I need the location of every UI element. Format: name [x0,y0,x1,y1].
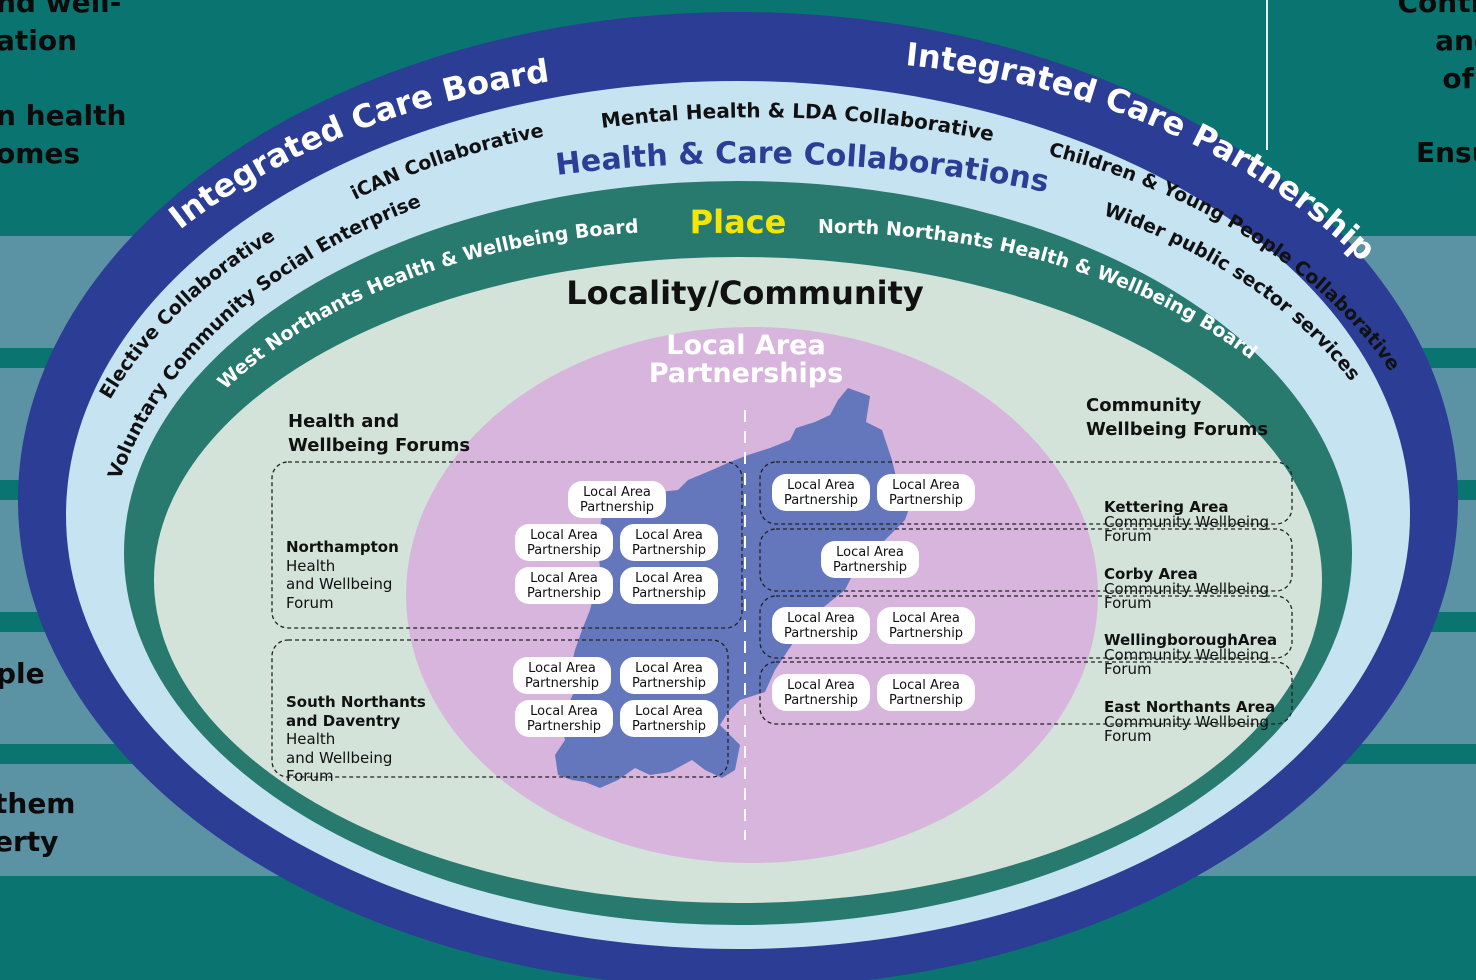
lap-pill: Local Area Partnership [877,607,975,644]
forum-box-south-northants [271,639,729,778]
lap-pill: Local Area Partnership [877,474,975,511]
lap-pill: Local Area Partnership [772,474,870,511]
forum-detail: Community Wellbeing Forum [1104,712,1270,745]
forum-box-corby [759,528,1293,592]
forum-detail: Health and Wellbeing Forum [286,556,393,612]
lap-pill: Local Area Partnership [772,674,870,711]
forum-detail: Health and Wellbeing Forum [286,730,393,785]
background-divider [1266,0,1268,150]
locality-title: Locality/Community [566,274,924,312]
forum-box-northampton [271,461,743,629]
forum-box-east-northants [759,661,1293,725]
background-text-right-top: Contri and of I [1397,0,1476,95]
forum-box-wellingborough [759,595,1293,659]
lap-pill: Local Area Partnership [772,607,870,644]
forum-box-kettering [759,461,1293,525]
forum-detail: Community Wellbeing Forum [1104,512,1270,545]
background-text-left-mid: n health omes [0,99,127,170]
forum-name: Corby Area [1104,565,1198,583]
lap-pill: Local Area Partnership [515,524,613,561]
lap-pill: Local Area Partnership [877,674,975,711]
lap-pill: Local Area Partnership [515,700,613,737]
forum-name: WellingboroughArea [1104,631,1278,649]
background-text-left-row4: ple [0,657,45,690]
lap-pill: Local Area Partnership [620,524,718,561]
background-text-left-row5: them erty [0,787,76,858]
lap-pill: Local Area Partnership [821,541,919,578]
forum-name: Kettering Area [1104,498,1229,516]
lap-pill: Local Area Partnership [515,567,613,604]
background-text-left-top: nd well- ation [0,0,122,57]
forum-name: East Northants Area [1104,698,1276,716]
lap-pill: Local Area Partnership [620,657,718,694]
forum-name: Northampton [286,538,399,556]
lap-pill: Local Area Partnership [513,657,611,694]
background-text-right-mid: Ensu [1416,136,1476,169]
place-title: Place [690,203,787,241]
forum-detail: Community Wellbeing Forum [1104,579,1270,612]
forum-detail: Community Wellbeing Forum [1104,645,1270,678]
lap-pill: Local Area Partnership [620,700,718,737]
forum-name: South Northants and Daventry [286,693,426,730]
lap-pill: Local Area Partnership [620,567,718,604]
lap-pill: Local Area Partnership [568,481,666,518]
west-forums-heading: Health and Wellbeing Forums [288,411,471,456]
north-forums-heading: Community Wellbeing Forums [1086,395,1269,440]
